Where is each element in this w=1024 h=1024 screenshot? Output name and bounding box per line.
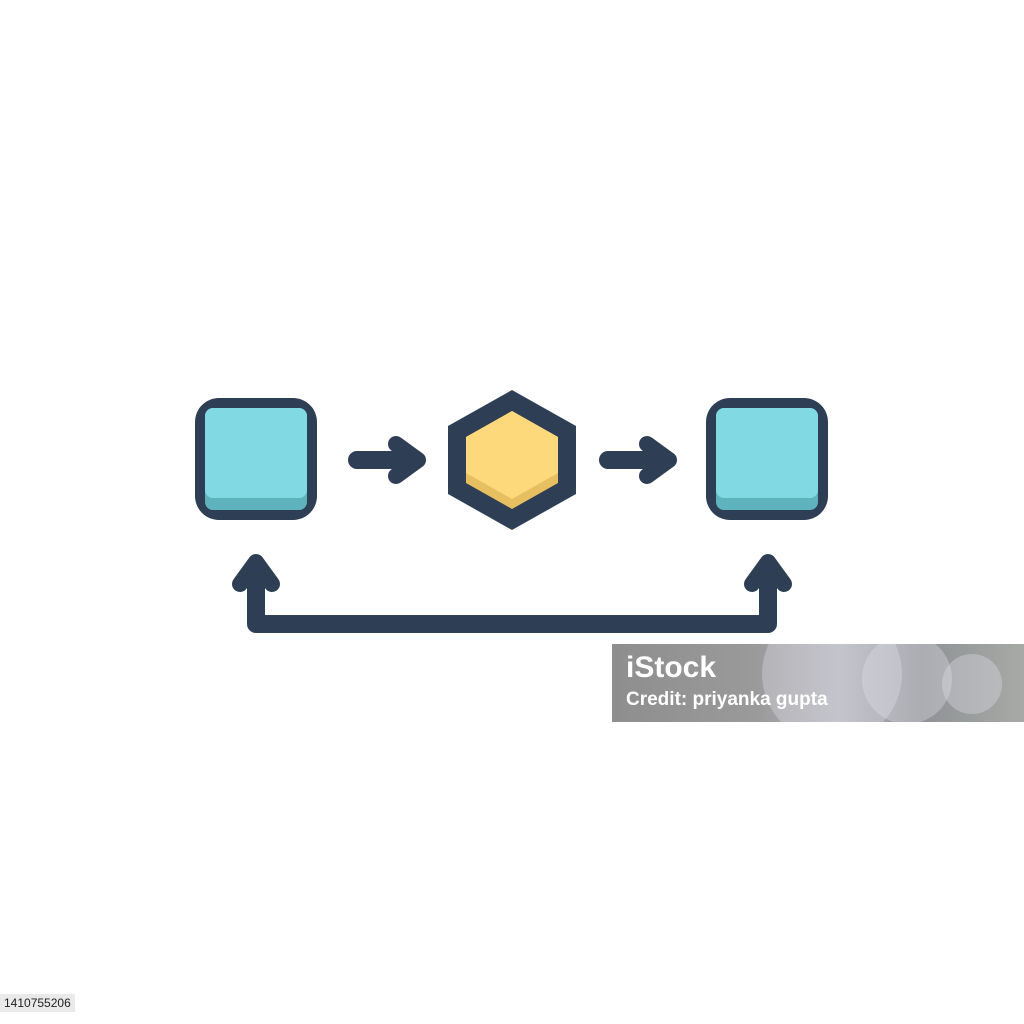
- arrow-up-icon: [744, 554, 792, 592]
- process-hexagon-fill: [466, 411, 558, 499]
- source-square-fill: [205, 408, 307, 498]
- stock-id-label: 1410755206: [0, 994, 75, 1012]
- watermark-credit: Credit: priyanka gupta: [626, 689, 828, 710]
- source-square-node: [195, 398, 317, 520]
- arrow-right-icon: [599, 436, 677, 484]
- watermark-logo: iStock: [626, 651, 717, 684]
- feedback-connector: [232, 554, 792, 633]
- arrow-right-icon: [348, 436, 426, 484]
- target-square-node: [706, 398, 828, 520]
- watermark-banner: iStock Credit: priyanka gupta: [612, 644, 1024, 722]
- feedback-line: [247, 569, 777, 633]
- arrow-up-icon: [232, 554, 280, 592]
- process-hexagon-node: [448, 390, 576, 530]
- target-square-fill: [716, 408, 818, 498]
